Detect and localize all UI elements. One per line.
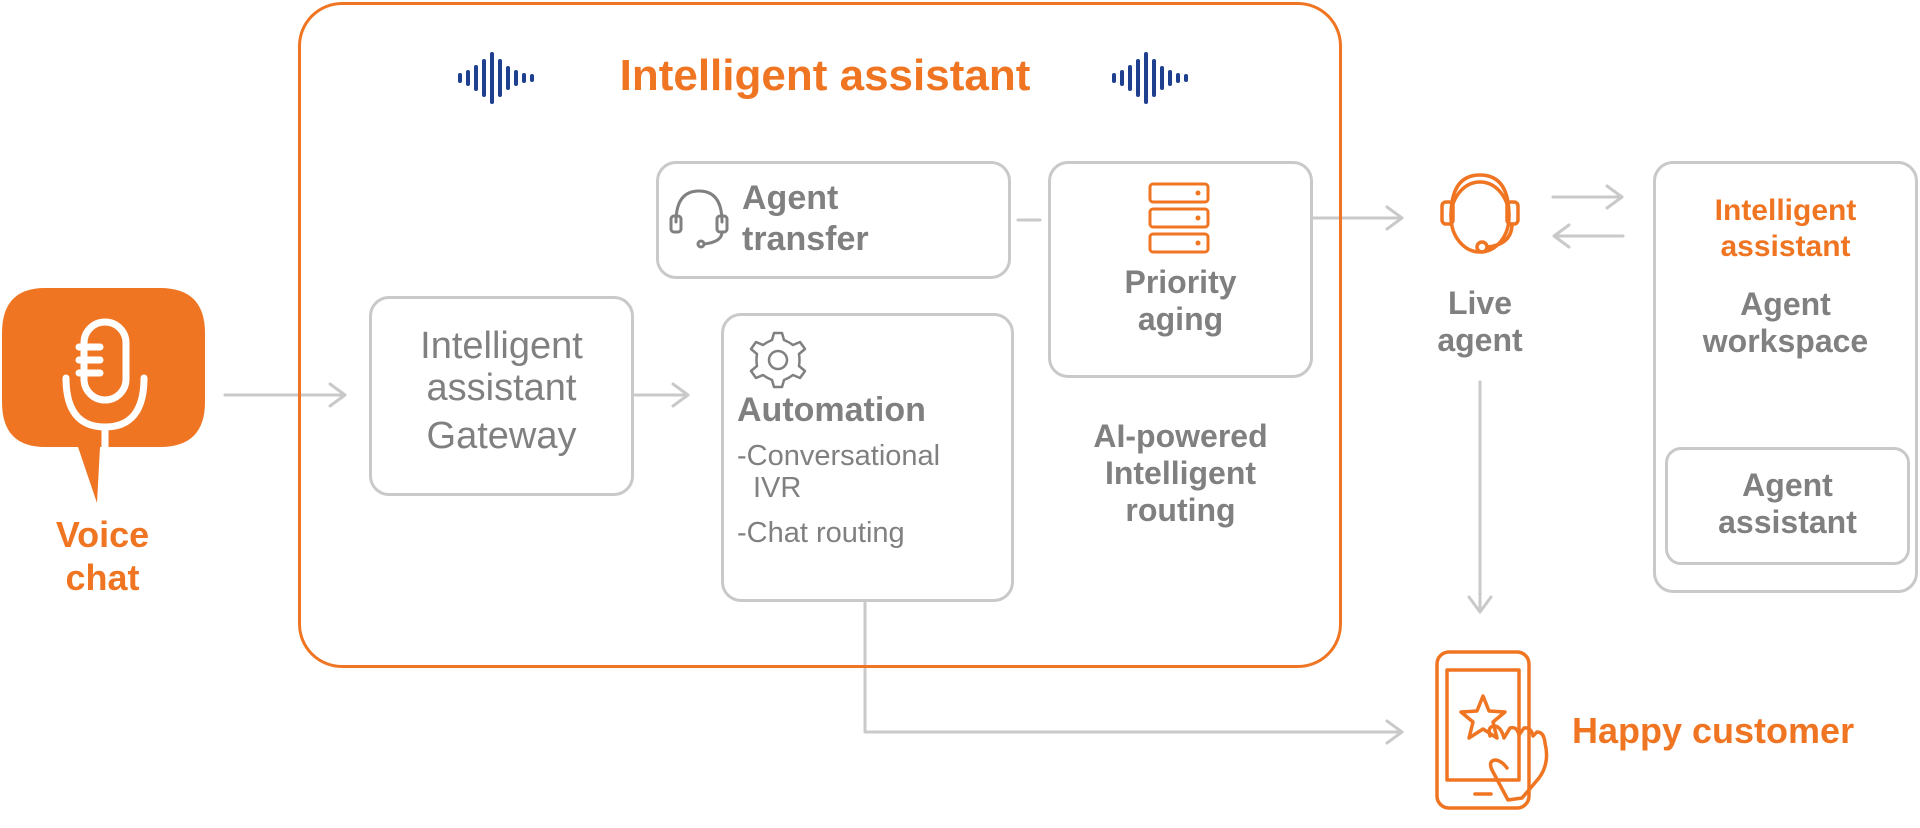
- agent-transfer-box: [656, 161, 1011, 279]
- server-stack-icon: [1148, 182, 1210, 254]
- voice-chat-label: Voice chat: [55, 514, 150, 599]
- agent-transfer-label: Agent transfer: [742, 179, 869, 258]
- live-agent-label: Live agent: [1437, 285, 1523, 358]
- ai-routing-label: AI-powered Intelligent routing: [1093, 418, 1268, 528]
- automation-items: -Conversational IVR -Chat routing: [737, 440, 941, 549]
- agent-headset-icon: [1440, 173, 1520, 254]
- phone-star-touch-icon: [1435, 650, 1549, 810]
- workspace-title: Intelligent assistant: [1714, 194, 1857, 263]
- sound-wave-icon-right: [1112, 52, 1188, 104]
- voice-chat-bubble: [2, 288, 205, 503]
- priority-aging-box: [1048, 161, 1313, 378]
- gateway-label: Intelligent assistant Gateway: [420, 325, 583, 457]
- arrow-automation-to-customer: [863, 600, 1404, 734]
- workspace-subtitle: Agent workspace: [1702, 286, 1869, 359]
- automation-title: Automation: [737, 391, 926, 429]
- gateway-box: [369, 296, 634, 496]
- agent-assistant-label: Agent assistant: [1718, 467, 1857, 540]
- intelligent-assistant-panel: [298, 2, 1342, 668]
- happy-customer-label: Happy customer: [1572, 710, 1855, 751]
- priority-aging-label: Priority aging: [1124, 264, 1237, 337]
- agent-assistant-box: [1665, 447, 1910, 565]
- panel-title: Intelligent assistant: [619, 51, 1031, 100]
- microphone-icon: [62, 318, 148, 469]
- sound-wave-icon-left: [458, 52, 534, 104]
- headset-icon: [669, 189, 729, 249]
- gear-icon: [749, 331, 807, 389]
